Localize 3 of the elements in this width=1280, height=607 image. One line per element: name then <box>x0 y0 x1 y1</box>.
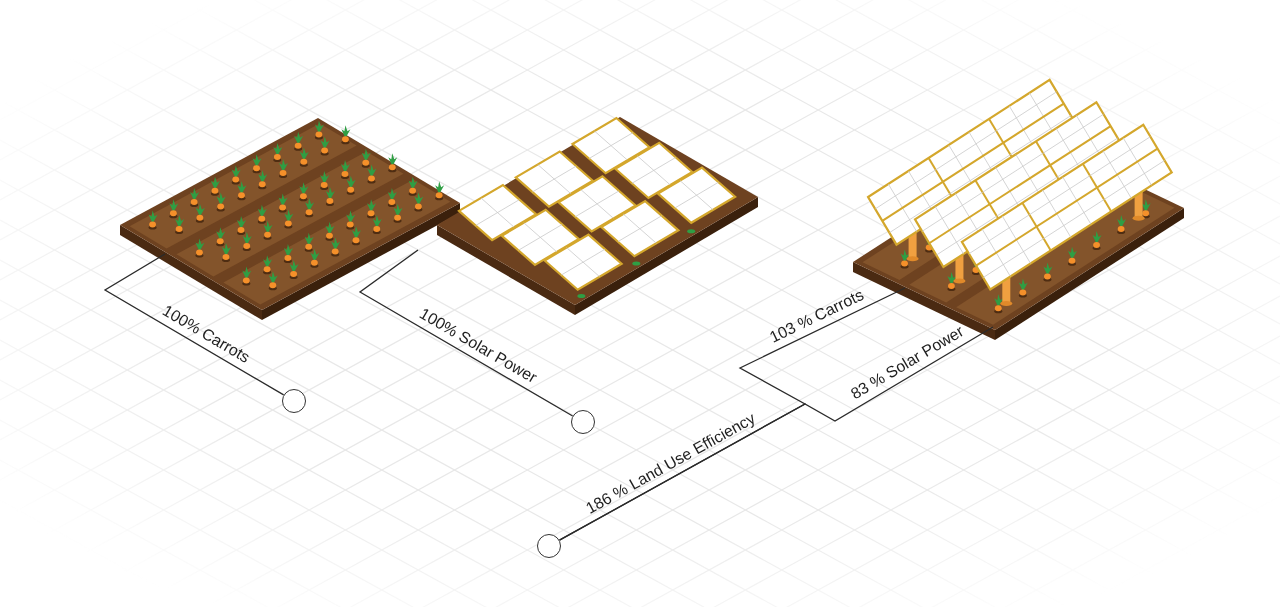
leader-line <box>358 249 574 417</box>
leader-line <box>558 326 994 541</box>
leader-line <box>103 253 285 396</box>
